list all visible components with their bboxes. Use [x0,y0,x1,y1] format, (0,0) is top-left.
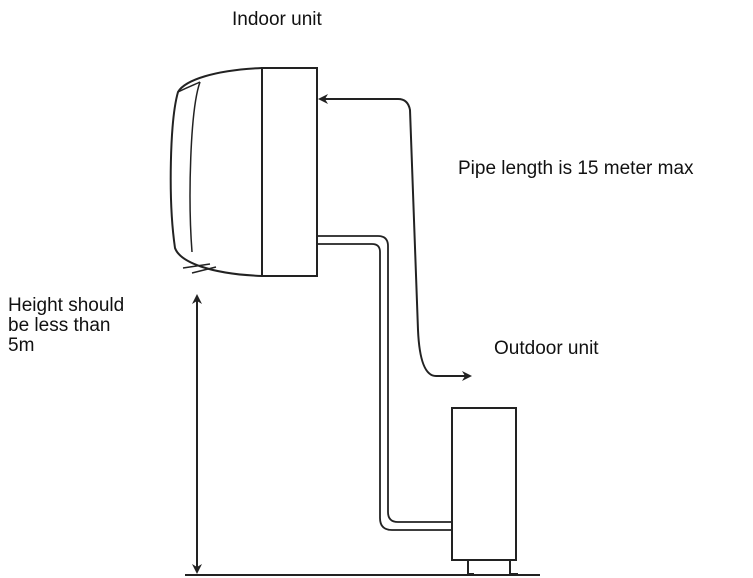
indoor-unit [169,67,318,277]
indoor-unit-louver [182,263,217,274]
refrigerant-pipe [317,235,452,531]
indoor-unit-label: Indoor unit [232,9,322,30]
outdoor-unit-label: Outdoor unit [494,338,599,359]
indoor-unit-front-cover [169,67,263,277]
indoor-unit-panel-edge [177,81,201,93]
pipe-length-arrow [318,94,472,381]
indoor-unit-front-panel [189,81,201,253]
outdoor-unit [451,407,518,575]
height-limit-label: Height should be less than 5m [8,296,124,356]
outdoor-unit-body [451,407,517,561]
indoor-unit-body [261,67,318,277]
height-limit-line-3: 5m [8,335,35,356]
height-limit-line-1: Height should [8,295,125,316]
outdoor-unit-feet [467,560,518,575]
pipe-length-label: Pipe length is 15 meter max [458,158,694,179]
height-limit-line-2: be less than [8,315,111,336]
